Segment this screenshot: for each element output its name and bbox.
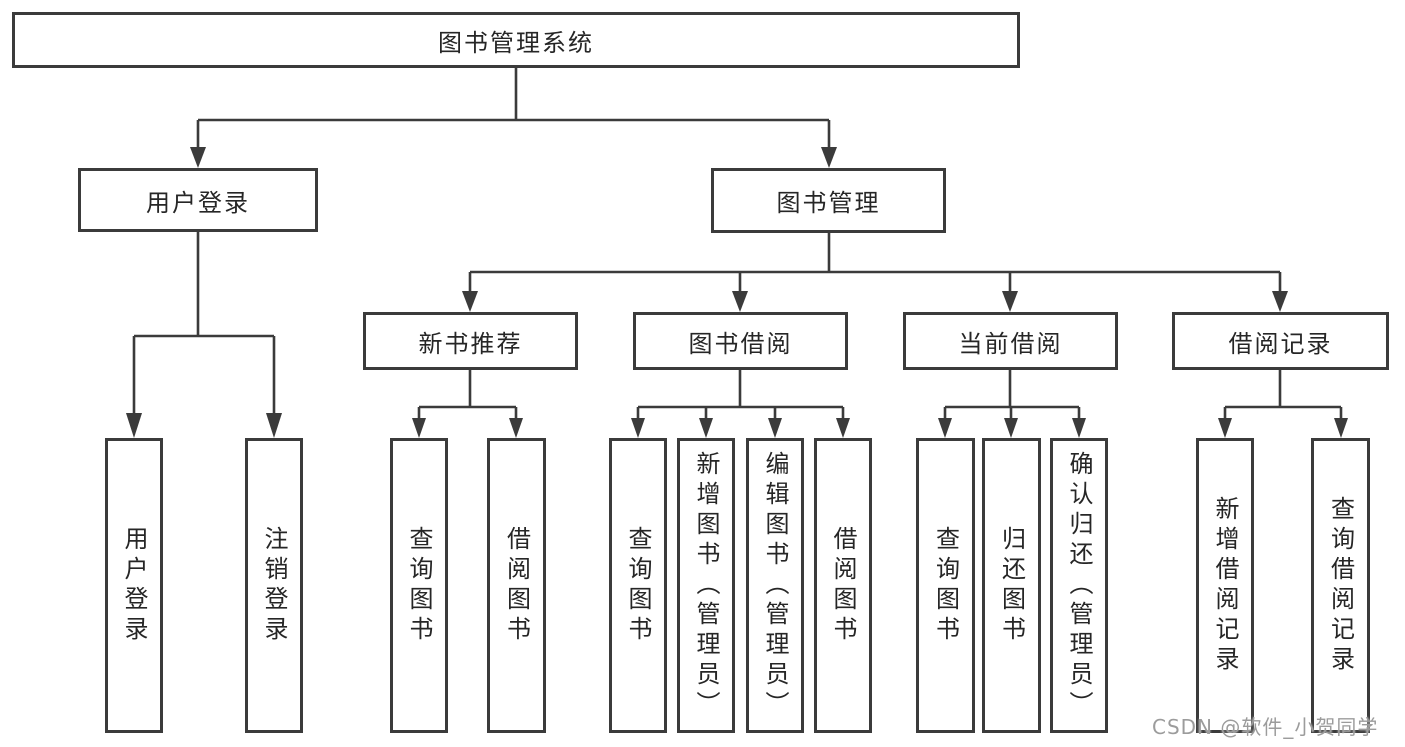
node-current-borrowing: 当前借阅: [903, 312, 1118, 370]
connector-borrow-records-children: [1218, 370, 1348, 438]
node-query-books-recommend: 查询图书: [390, 438, 448, 733]
connector-book-borrowing-children: [631, 370, 850, 438]
csdn-watermark: CSDN @软件_小贺同学: [1152, 715, 1379, 739]
connector-root-to-level2: [190, 68, 837, 168]
node-book-management: 图书管理: [711, 168, 946, 233]
node-book-borrowing: 图书借阅: [633, 312, 848, 370]
node-user-login: 用户登录: [78, 168, 318, 232]
node-query-books-borrowing: 查询图书: [609, 438, 667, 733]
node-return-books: 归还图书: [982, 438, 1041, 733]
node-query-borrow-record: 查询借阅记录: [1311, 438, 1370, 733]
node-borrow-records: 借阅记录: [1172, 312, 1389, 370]
node-query-books-current: 查询图书: [916, 438, 975, 733]
node-new-book-recommend: 新书推荐: [363, 312, 578, 370]
node-add-borrow-record: 新增借阅记录: [1196, 438, 1254, 733]
node-borrow-books-borrowing: 借阅图书: [814, 438, 872, 733]
connector-user-login-children: [126, 232, 282, 438]
node-logout-action: 注销登录: [245, 438, 303, 733]
node-edit-books-admin: 编辑图书（管理员）: [746, 438, 804, 733]
node-user-login-action: 用户登录: [105, 438, 163, 733]
node-root-system: 图书管理系统: [12, 12, 1020, 68]
connector-new-book-recommend-children: [412, 370, 523, 438]
node-borrow-books-recommend: 借阅图书: [487, 438, 546, 733]
node-confirm-return-admin: 确认归还（管理员）: [1050, 438, 1108, 733]
node-add-books-admin: 新增图书（管理员）: [677, 438, 735, 733]
connector-current-borrowing-children: [938, 370, 1086, 438]
connector-book-management-children: [462, 233, 1288, 312]
